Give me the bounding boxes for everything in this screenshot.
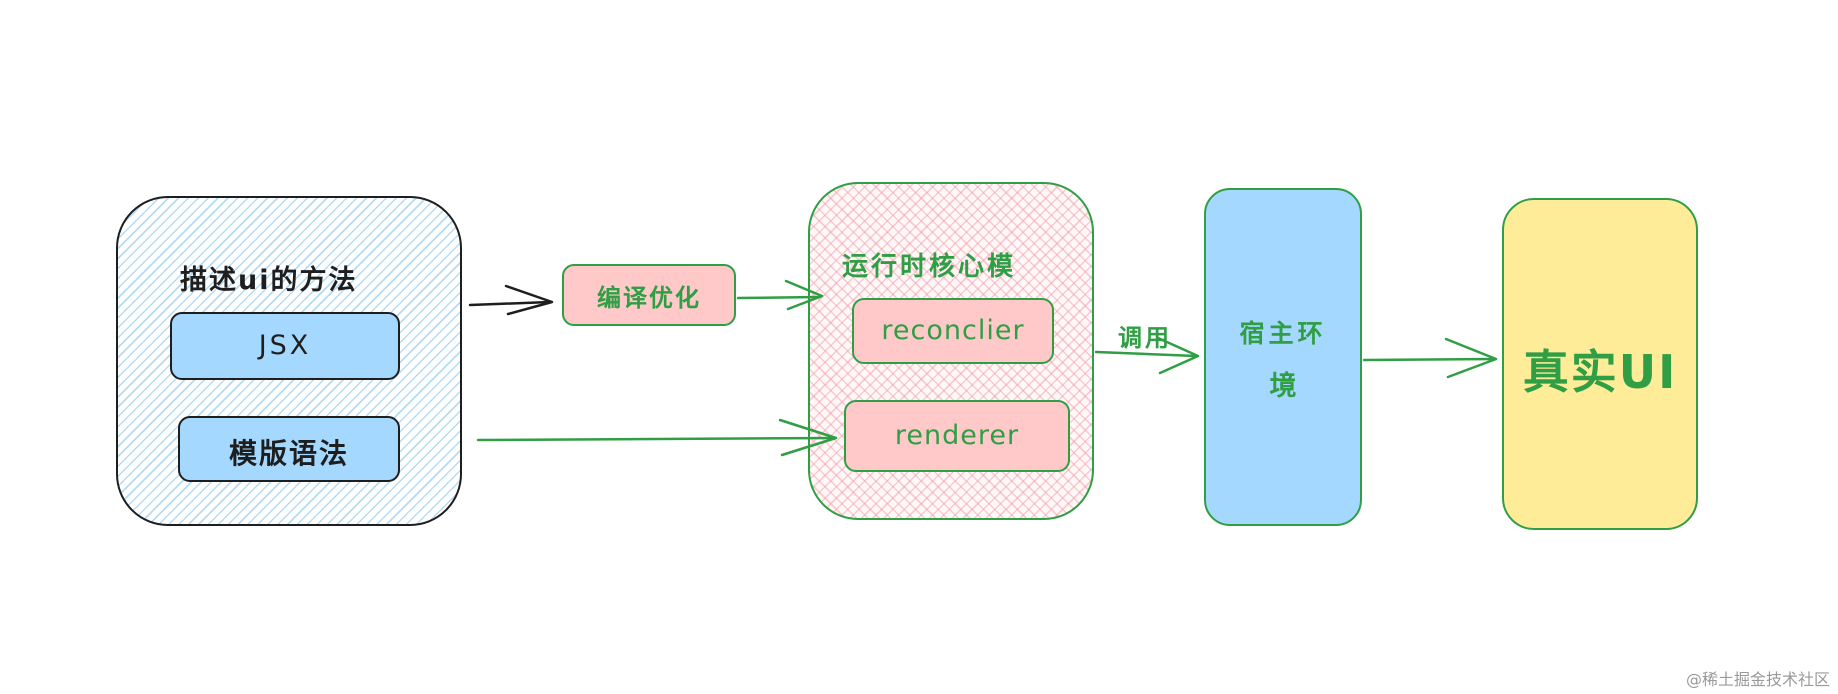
template-syntax-label: 模版语法 bbox=[228, 437, 349, 470]
real-ui-box bbox=[1502, 198, 1698, 530]
jsx-box bbox=[170, 312, 400, 380]
reconciler-label: reconclier bbox=[881, 315, 1025, 346]
host-environment-line1: 宿主环 bbox=[1239, 319, 1327, 348]
compile-optimize-label: 编译优化 bbox=[597, 284, 701, 312]
host-environment-box bbox=[1204, 188, 1362, 526]
renderer-label: renderer bbox=[894, 420, 1020, 451]
renderer-box bbox=[844, 400, 1070, 472]
arrow-describe-to-compile bbox=[468, 284, 554, 316]
jsx-label: JSX bbox=[258, 330, 312, 361]
real-ui-label: 真实UI bbox=[1522, 345, 1678, 399]
compile-optimize-box bbox=[562, 264, 736, 326]
host-environment-line2: 境 bbox=[1269, 371, 1297, 402]
describe-ui-title: 描述ui的方法 bbox=[180, 265, 358, 296]
watermark: @稀土掘金技术社区 bbox=[1685, 670, 1830, 689]
arrow-runtime-to-host bbox=[1094, 336, 1200, 375]
reconciler-box bbox=[852, 298, 1054, 364]
runtime-core-title: 运行时核心模 bbox=[842, 252, 1017, 282]
arrow-template-to-renderer bbox=[476, 418, 838, 457]
template-syntax-box bbox=[178, 416, 400, 482]
arrow-compile-to-runtime bbox=[736, 279, 824, 311]
arrow-host-to-real-ui bbox=[1362, 337, 1498, 379]
